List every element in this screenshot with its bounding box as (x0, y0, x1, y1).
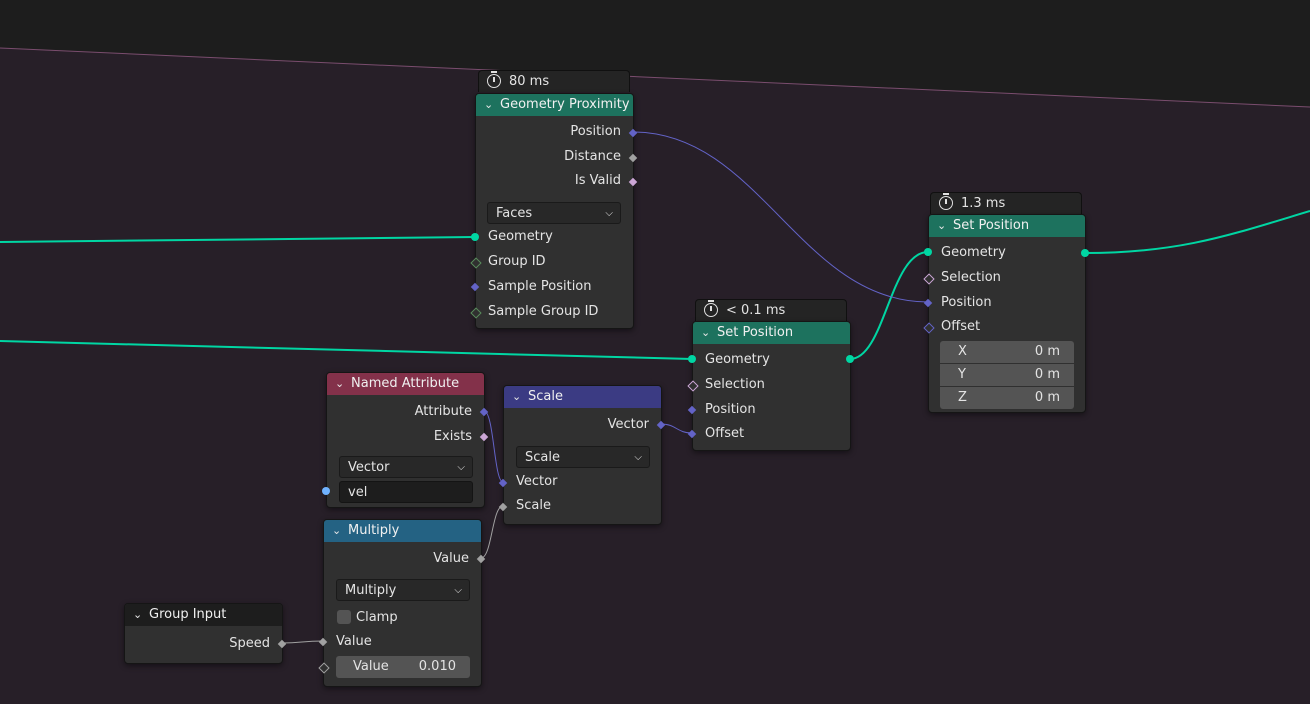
node-header[interactable]: ⌄ Group Input (125, 604, 282, 626)
input-sample-position: Sample Position (488, 279, 592, 294)
input-selection: Selection (705, 377, 765, 392)
node-title: Set Position (717, 325, 794, 340)
target-element-dropdown[interactable]: Faces⌵ (487, 202, 621, 224)
input-vector: Vector (516, 474, 558, 489)
data-type-dropdown[interactable]: Vector⌵ (339, 456, 473, 478)
input-value: Value (336, 634, 372, 649)
attribute-name-field[interactable]: vel (339, 481, 473, 503)
output-exists: Exists (433, 429, 472, 444)
node-title: Named Attribute (351, 376, 460, 391)
offset-x-field[interactable]: X 0 m (940, 341, 1074, 363)
node-header[interactable]: ⌄ Geometry Proximity (476, 94, 633, 116)
math-multiply-node[interactable]: ⌄ Multiply Value Multiply⌵ Clamp Value V… (323, 519, 482, 687)
chevron-down-icon: ⌵ (457, 462, 465, 473)
chevron-down-icon: ⌵ (605, 208, 613, 219)
node-header[interactable]: ⌄ Scale (504, 386, 661, 408)
chevron-down-icon: ⌵ (634, 452, 642, 463)
stopwatch-icon (704, 300, 718, 317)
offset-z-field[interactable]: Z 0 m (940, 387, 1074, 409)
node-header[interactable]: ⌄ Multiply (324, 520, 481, 542)
operation-dropdown[interactable]: Multiply⌵ (336, 579, 470, 601)
input-offset: Offset (941, 319, 981, 334)
geometry-proximity-node[interactable]: ⌄ Geometry Proximity Position Distance I… (475, 93, 634, 329)
output-attribute: Attribute (414, 404, 472, 419)
set-position-node-mid[interactable]: ⌄ Set Position Geometry Selection Positi… (692, 321, 851, 451)
output-position: Position (570, 124, 621, 139)
group-input-node[interactable]: ⌄ Group Input Speed (124, 603, 283, 664)
socket-geometry: Geometry (705, 352, 770, 367)
socket-geometry: Geometry (941, 245, 1006, 260)
chevron-down-icon[interactable]: ⌄ (937, 219, 947, 232)
chevron-down-icon[interactable]: ⌄ (133, 608, 143, 621)
node-header[interactable]: ⌄ Named Attribute (327, 373, 484, 395)
node-title: Scale (528, 389, 563, 404)
clamp-checkbox[interactable] (337, 610, 351, 624)
chevron-down-icon[interactable]: ⌄ (335, 377, 345, 390)
output-distance: Distance (564, 149, 621, 164)
timer-label: 80 ms (509, 74, 550, 89)
node-header[interactable]: ⌄ Set Position (693, 322, 850, 344)
chevron-down-icon: ⌵ (454, 585, 462, 596)
clamp-label: Clamp (356, 610, 398, 625)
socket-geometry-in[interactable] (471, 233, 479, 241)
chevron-down-icon[interactable]: ⌄ (484, 98, 494, 111)
vector-math-scale-node[interactable]: ⌄ Scale Vector Scale⌵ Vector Scale (503, 385, 662, 525)
input-offset: Offset (705, 426, 745, 441)
input-sample-group-id: Sample Group ID (488, 304, 599, 319)
node-title: Geometry Proximity (500, 97, 630, 112)
setpos-mid-timer: < 0.1 ms (695, 299, 847, 321)
stopwatch-icon (939, 193, 953, 210)
output-is-valid: Is Valid (574, 173, 621, 188)
value-number-field[interactable]: Value 0.010 (336, 656, 470, 678)
input-position: Position (705, 402, 756, 417)
node-title: Group Input (149, 607, 227, 622)
output-vector: Vector (607, 417, 649, 432)
operation-dropdown[interactable]: Scale⌵ (516, 446, 650, 468)
socket-geometry-in[interactable] (924, 248, 932, 256)
socket-geometry-out[interactable] (846, 355, 854, 363)
output-value: Value (433, 551, 469, 566)
node-header[interactable]: ⌄ Set Position (929, 215, 1085, 237)
stopwatch-icon (487, 71, 501, 88)
socket-geometry-out[interactable] (1081, 249, 1089, 257)
timer-label: 1.3 ms (961, 196, 1006, 211)
proximity-timer: 80 ms (478, 70, 630, 92)
named-attribute-node[interactable]: ⌄ Named Attribute Attribute Exists Vecto… (326, 372, 485, 508)
input-geometry: Geometry (488, 229, 553, 244)
setpos-right-timer: 1.3 ms (930, 192, 1082, 214)
output-speed: Speed (229, 636, 270, 651)
input-position: Position (941, 295, 992, 310)
socket-geometry-in[interactable] (688, 355, 696, 363)
node-title: Set Position (953, 218, 1030, 233)
timer-label: < 0.1 ms (726, 303, 786, 318)
input-selection: Selection (941, 270, 1001, 285)
socket-name-in[interactable] (322, 487, 330, 495)
chevron-down-icon[interactable]: ⌄ (512, 390, 522, 403)
chevron-down-icon[interactable]: ⌄ (332, 524, 342, 537)
offset-y-field[interactable]: Y 0 m (940, 364, 1074, 386)
node-title: Multiply (348, 523, 400, 538)
input-group-id: Group ID (488, 254, 546, 269)
set-position-node-right[interactable]: ⌄ Set Position Geometry Selection Positi… (928, 214, 1086, 413)
input-scale: Scale (516, 498, 551, 513)
chevron-down-icon[interactable]: ⌄ (701, 326, 711, 339)
